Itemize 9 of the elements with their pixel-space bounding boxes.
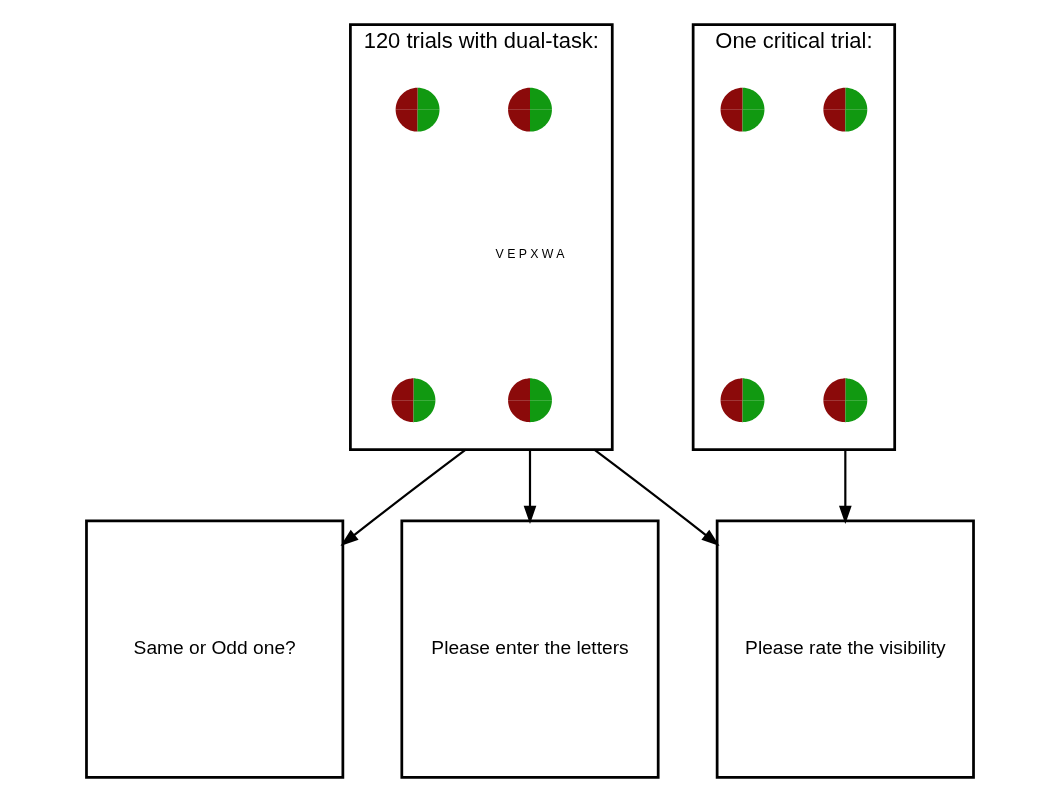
cluster: 120 trials with dual-task: V E P X W A: [348, 23, 614, 451]
arrow: [523, 449, 536, 524]
arrow: [838, 449, 852, 524]
cluster: One critical trial:: [691, 23, 896, 451]
node-box: Please rate the visibility: [715, 519, 975, 779]
node-box: Please enter the letters: [399, 519, 660, 779]
arrow: [593, 448, 720, 547]
arrow: [339, 448, 466, 547]
node-box: Same or Odd one?: [84, 519, 344, 779]
